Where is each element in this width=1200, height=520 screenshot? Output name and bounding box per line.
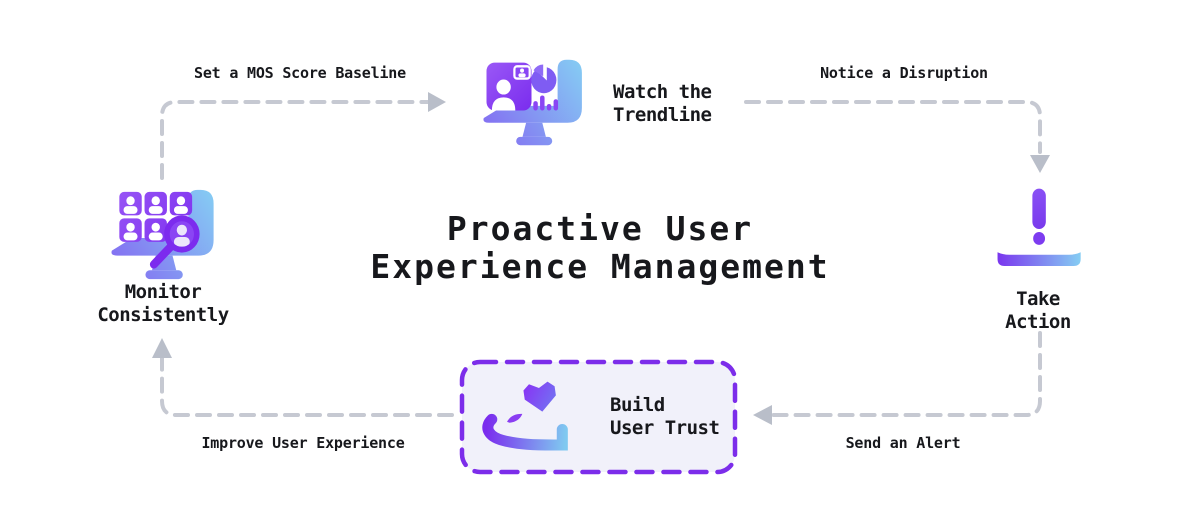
edge-label-notice-disruption: Notice a Disruption — [820, 64, 988, 82]
diagram-title-line2: Experience Management — [370, 247, 830, 286]
monitor-charts-icon — [483, 59, 582, 146]
hand-heart-icon — [482, 381, 568, 451]
edge-notice-disruption-arrowhead — [1030, 155, 1050, 173]
node-take-action: Take Action — [1005, 288, 1071, 334]
edge-label-send-alert: Send an Alert — [845, 434, 961, 452]
edge-send-alert-arrowhead — [753, 405, 772, 425]
edge-notice-disruption-path — [744, 100, 1042, 154]
node-monitor-label-line2: Consistently — [97, 304, 229, 326]
bar-chart-glyph — [533, 95, 559, 111]
node-build-user-trust: Build User Trust — [610, 394, 720, 440]
video-call-tile — [486, 62, 532, 111]
node-monitor-label-line1: Monitor — [124, 281, 202, 303]
node-watch-label-line2: Trendline — [613, 104, 712, 126]
edge-improve-experience-path — [160, 356, 454, 417]
node-trust-label-line2: User Trust — [610, 417, 720, 439]
diagram-title: Proactive User Experience Management — [370, 210, 829, 286]
diagram-title-line1: Proactive User — [446, 209, 754, 248]
edge-send-alert-path — [770, 331, 1042, 417]
exclamation-icon — [997, 188, 1081, 266]
node-action-label-line2: Action — [1005, 311, 1071, 333]
node-action-label-line1: Take — [1016, 288, 1060, 310]
edge-set-baseline-path — [160, 100, 430, 180]
node-watch-label-line1: Watch the — [613, 81, 712, 103]
edge-improve-experience-arrowhead — [152, 338, 172, 358]
node-trust-label-line1: Build — [610, 394, 665, 416]
user-grid — [119, 191, 193, 242]
edge-set-baseline-arrowhead — [428, 92, 446, 112]
edge-label-set-baseline: Set a MOS Score Baseline — [194, 64, 406, 82]
magnifier-glyph — [149, 215, 200, 269]
monitor-users-magnifier-icon — [111, 189, 214, 280]
pie-chart-glyph — [531, 64, 557, 94]
node-monitor-consistently: Monitor Consistently — [97, 281, 229, 327]
node-watch-trendline: Watch the Trendline — [613, 81, 712, 127]
edge-label-improve-experience: Improve User Experience — [201, 434, 405, 452]
